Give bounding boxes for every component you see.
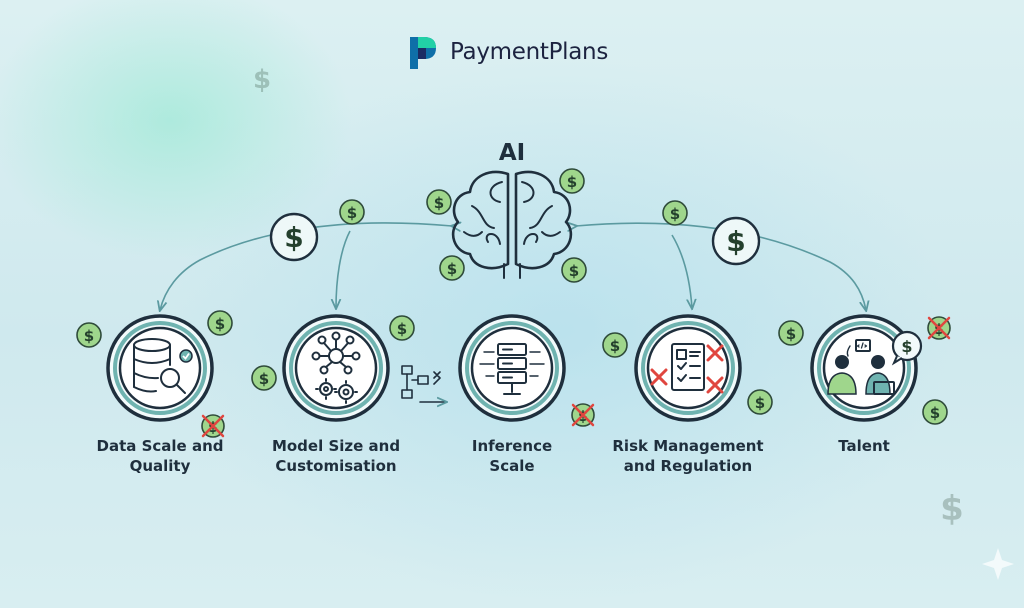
dollar-circle-left: $ (269, 212, 319, 262)
svg-text:$: $ (447, 260, 457, 278)
coin-14: $ (922, 399, 948, 425)
background-dollar-marks: $ $ (253, 65, 964, 529)
svg-text:$: $ (670, 205, 680, 223)
item-circle-talent: $ (810, 314, 923, 422)
brand-name: PaymentPlans (450, 39, 609, 65)
svg-text:$: $ (930, 404, 940, 422)
crossed-coin-1: $ (201, 414, 225, 438)
coin-13: $ (778, 320, 804, 346)
svg-text:$: $ (284, 221, 303, 254)
coin-4: $ (662, 200, 688, 226)
item-circle-inference (458, 314, 566, 422)
svg-text:$: $ (259, 370, 269, 388)
checklist-document-icon (650, 343, 724, 394)
crossed-coin-3: $ (927, 316, 951, 340)
svg-text:$: $ (755, 394, 765, 412)
brand-logo[interactable]: PaymentPlans (408, 32, 608, 72)
coin-2: $ (426, 189, 452, 215)
svg-text:$: $ (726, 225, 745, 258)
svg-text:$: $ (208, 420, 218, 436)
coin-10: $ (251, 365, 277, 391)
label-inference-scale: Inference Scale (471, 437, 553, 475)
svg-text:$: $ (215, 315, 225, 333)
svg-text:$: $ (434, 194, 444, 212)
item-circle-risk (634, 314, 742, 422)
gears-icon (315, 378, 358, 404)
connector-lines (160, 223, 866, 310)
svg-text:$: $ (940, 489, 964, 529)
svg-text:$: $ (567, 173, 577, 191)
svg-text:$: $ (610, 337, 620, 355)
dollar-circle-right: $ (711, 216, 761, 266)
coin-8: $ (207, 310, 233, 336)
svg-text:$: $ (786, 325, 796, 343)
label-risk-management-regulation: Risk Management and Regulation (612, 437, 764, 475)
coin-12: $ (747, 389, 773, 415)
svg-text:$: $ (569, 262, 579, 280)
crossed-coin-2: $ (571, 403, 595, 427)
label-data-scale-quality: Data Scale and Quality (96, 437, 224, 475)
svg-text:$: $ (901, 337, 912, 356)
coin-1: $ (339, 199, 365, 225)
item-circle-data (106, 314, 214, 422)
item-circle-model (282, 314, 390, 422)
sparkle-icon (982, 548, 1014, 580)
coin-5: $ (439, 255, 465, 281)
svg-text:$: $ (347, 204, 357, 222)
coin-7: $ (76, 322, 102, 348)
svg-text:$: $ (84, 327, 94, 345)
svg-text:$: $ (253, 65, 271, 95)
database-search-icon (133, 338, 193, 394)
label-talent: Talent (838, 437, 890, 455)
brain-icon (451, 170, 573, 279)
ai-title: AI (498, 140, 526, 166)
svg-text:$: $ (578, 409, 588, 425)
speech-bubble-dollar-icon: $ (891, 330, 923, 366)
svg-text:$: $ (397, 320, 407, 338)
coin-3: $ (559, 168, 585, 194)
label-model-size-customisation: Model Size and Customisation (271, 437, 401, 475)
people-coding-icon (827, 339, 895, 395)
coin-11: $ (602, 332, 628, 358)
server-chip-icon (479, 343, 545, 395)
flowchart-icon (401, 365, 446, 402)
coin-6: $ (561, 257, 587, 283)
svg-text:$: $ (934, 322, 944, 338)
paymentplans-logo-icon (410, 37, 436, 69)
coin-9: $ (389, 315, 415, 341)
neural-network-icon (311, 331, 361, 375)
